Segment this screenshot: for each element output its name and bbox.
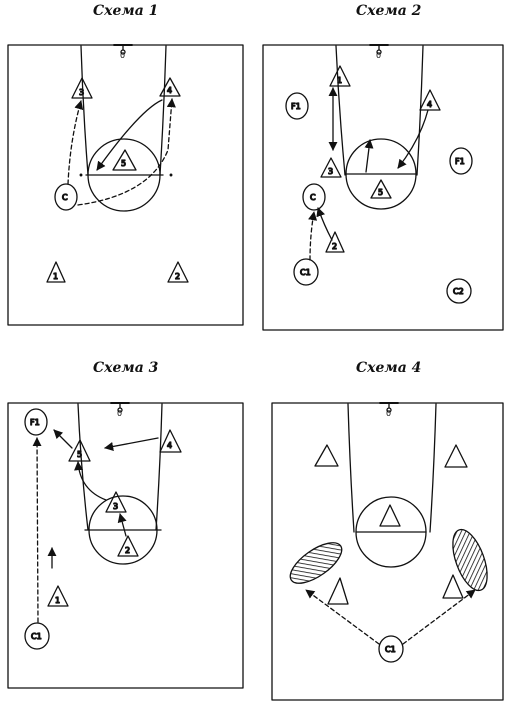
svg-text:F1: F1 (455, 157, 465, 166)
player-2: 2 (325, 231, 345, 253)
player-1: 1 (329, 65, 351, 87)
svg-text:F1: F1 (30, 418, 40, 427)
player-3: 3 (320, 157, 342, 178)
diagram-3: 5 4 3 2 1 F1 C1 (7, 402, 244, 689)
svg-text:2: 2 (125, 546, 130, 555)
player-triangle (327, 577, 349, 605)
player-2: 2 (117, 535, 139, 557)
player-5: 5 (112, 149, 137, 171)
player-1: 1 (46, 261, 66, 283)
player-2: 2 (167, 261, 189, 283)
diagram-4: C1 (271, 402, 504, 701)
svg-text:C1: C1 (300, 268, 311, 277)
lane-left (80, 45, 89, 176)
svg-text:C1: C1 (31, 632, 42, 641)
pass-arrow (308, 211, 318, 261)
player-triangle (379, 504, 401, 527)
coach-c1: C1 (24, 622, 50, 650)
player-4: 4 (159, 77, 181, 97)
player-triangle (442, 574, 464, 599)
move-arrow (364, 139, 374, 173)
coach-c1: C1 (378, 635, 404, 663)
move-arrow (397, 109, 429, 169)
svg-text:1: 1 (337, 76, 342, 85)
player-3: 3 (71, 77, 93, 99)
coach-c2: C2 (446, 278, 472, 304)
svg-text:C: C (310, 193, 316, 202)
diagram-2: 1 4 3 5 2 C C1 C2 F1 F1 (262, 44, 504, 331)
svg-text:1: 1 (53, 272, 58, 281)
move-arrow (74, 461, 107, 501)
court-outline (7, 44, 244, 326)
lane-right (429, 403, 437, 533)
player-triangle (314, 444, 339, 467)
basket-label: 0 (117, 409, 122, 418)
basket (369, 44, 389, 55)
svg-text:3: 3 (328, 167, 333, 176)
basket (110, 402, 130, 413)
svg-text:2: 2 (175, 272, 180, 281)
svg-text:4: 4 (427, 100, 432, 109)
pass-arrow (32, 437, 42, 623)
pass-arrow (305, 589, 380, 645)
svg-text:3: 3 (113, 502, 118, 511)
player-1: 1 (47, 585, 69, 607)
lane-left (347, 403, 355, 533)
pass-arrow (402, 589, 476, 645)
lane-right (159, 45, 167, 176)
diagram-1: 3 4 5 1 2 C (7, 44, 244, 326)
player-4: 4 (419, 89, 441, 111)
svg-text:1: 1 (55, 596, 60, 605)
coach-f1: F1 (24, 408, 48, 436)
player-triangle (444, 444, 468, 468)
move-arrow (96, 99, 163, 171)
diagram-title-1: Схема 1 (93, 3, 159, 19)
svg-text:F1: F1 (291, 102, 301, 111)
diagram-title-3: Схема 3 (93, 360, 159, 376)
pass-arrow (67, 100, 84, 185)
pass-arrow (77, 98, 176, 206)
basket-label: 0 (386, 409, 391, 418)
move-arrow (104, 437, 159, 451)
basket (379, 402, 399, 413)
diagram-title-2: Схема 2 (356, 3, 422, 19)
svg-text:5: 5 (121, 159, 126, 168)
svg-text:C: C (62, 193, 68, 202)
svg-text:4: 4 (167, 441, 172, 450)
lane-left (77, 403, 89, 531)
lane-right (155, 403, 163, 531)
svg-text:2: 2 (332, 242, 337, 251)
player-3: 3 (105, 491, 127, 513)
move-arrow (316, 207, 333, 241)
svg-text:5: 5 (77, 450, 82, 459)
coach-f1: F1 (449, 147, 473, 175)
svg-text:5: 5 (378, 188, 383, 197)
coach-f1: F1 (285, 92, 309, 120)
basket (113, 44, 133, 55)
svg-text:C1: C1 (385, 645, 396, 654)
coach-c1: C1 (293, 258, 319, 286)
basket-label: 0 (376, 51, 381, 60)
player-4: 4 (159, 429, 182, 453)
player-5: 5 (68, 439, 91, 462)
svg-text:C2: C2 (453, 287, 464, 296)
basket-label: 0 (120, 51, 125, 60)
move-arrow (117, 513, 127, 537)
player-5: 5 (370, 179, 392, 199)
coach-c: C (54, 183, 78, 211)
hatched-zone (452, 528, 488, 592)
coach-c: C (302, 183, 326, 211)
lane-left (335, 45, 346, 176)
svg-text:4: 4 (167, 86, 172, 95)
diagram-title-4: Схема 4 (356, 360, 422, 376)
svg-text:3: 3 (79, 88, 84, 97)
hatched-zone (289, 542, 343, 584)
move-arrow (53, 429, 73, 449)
